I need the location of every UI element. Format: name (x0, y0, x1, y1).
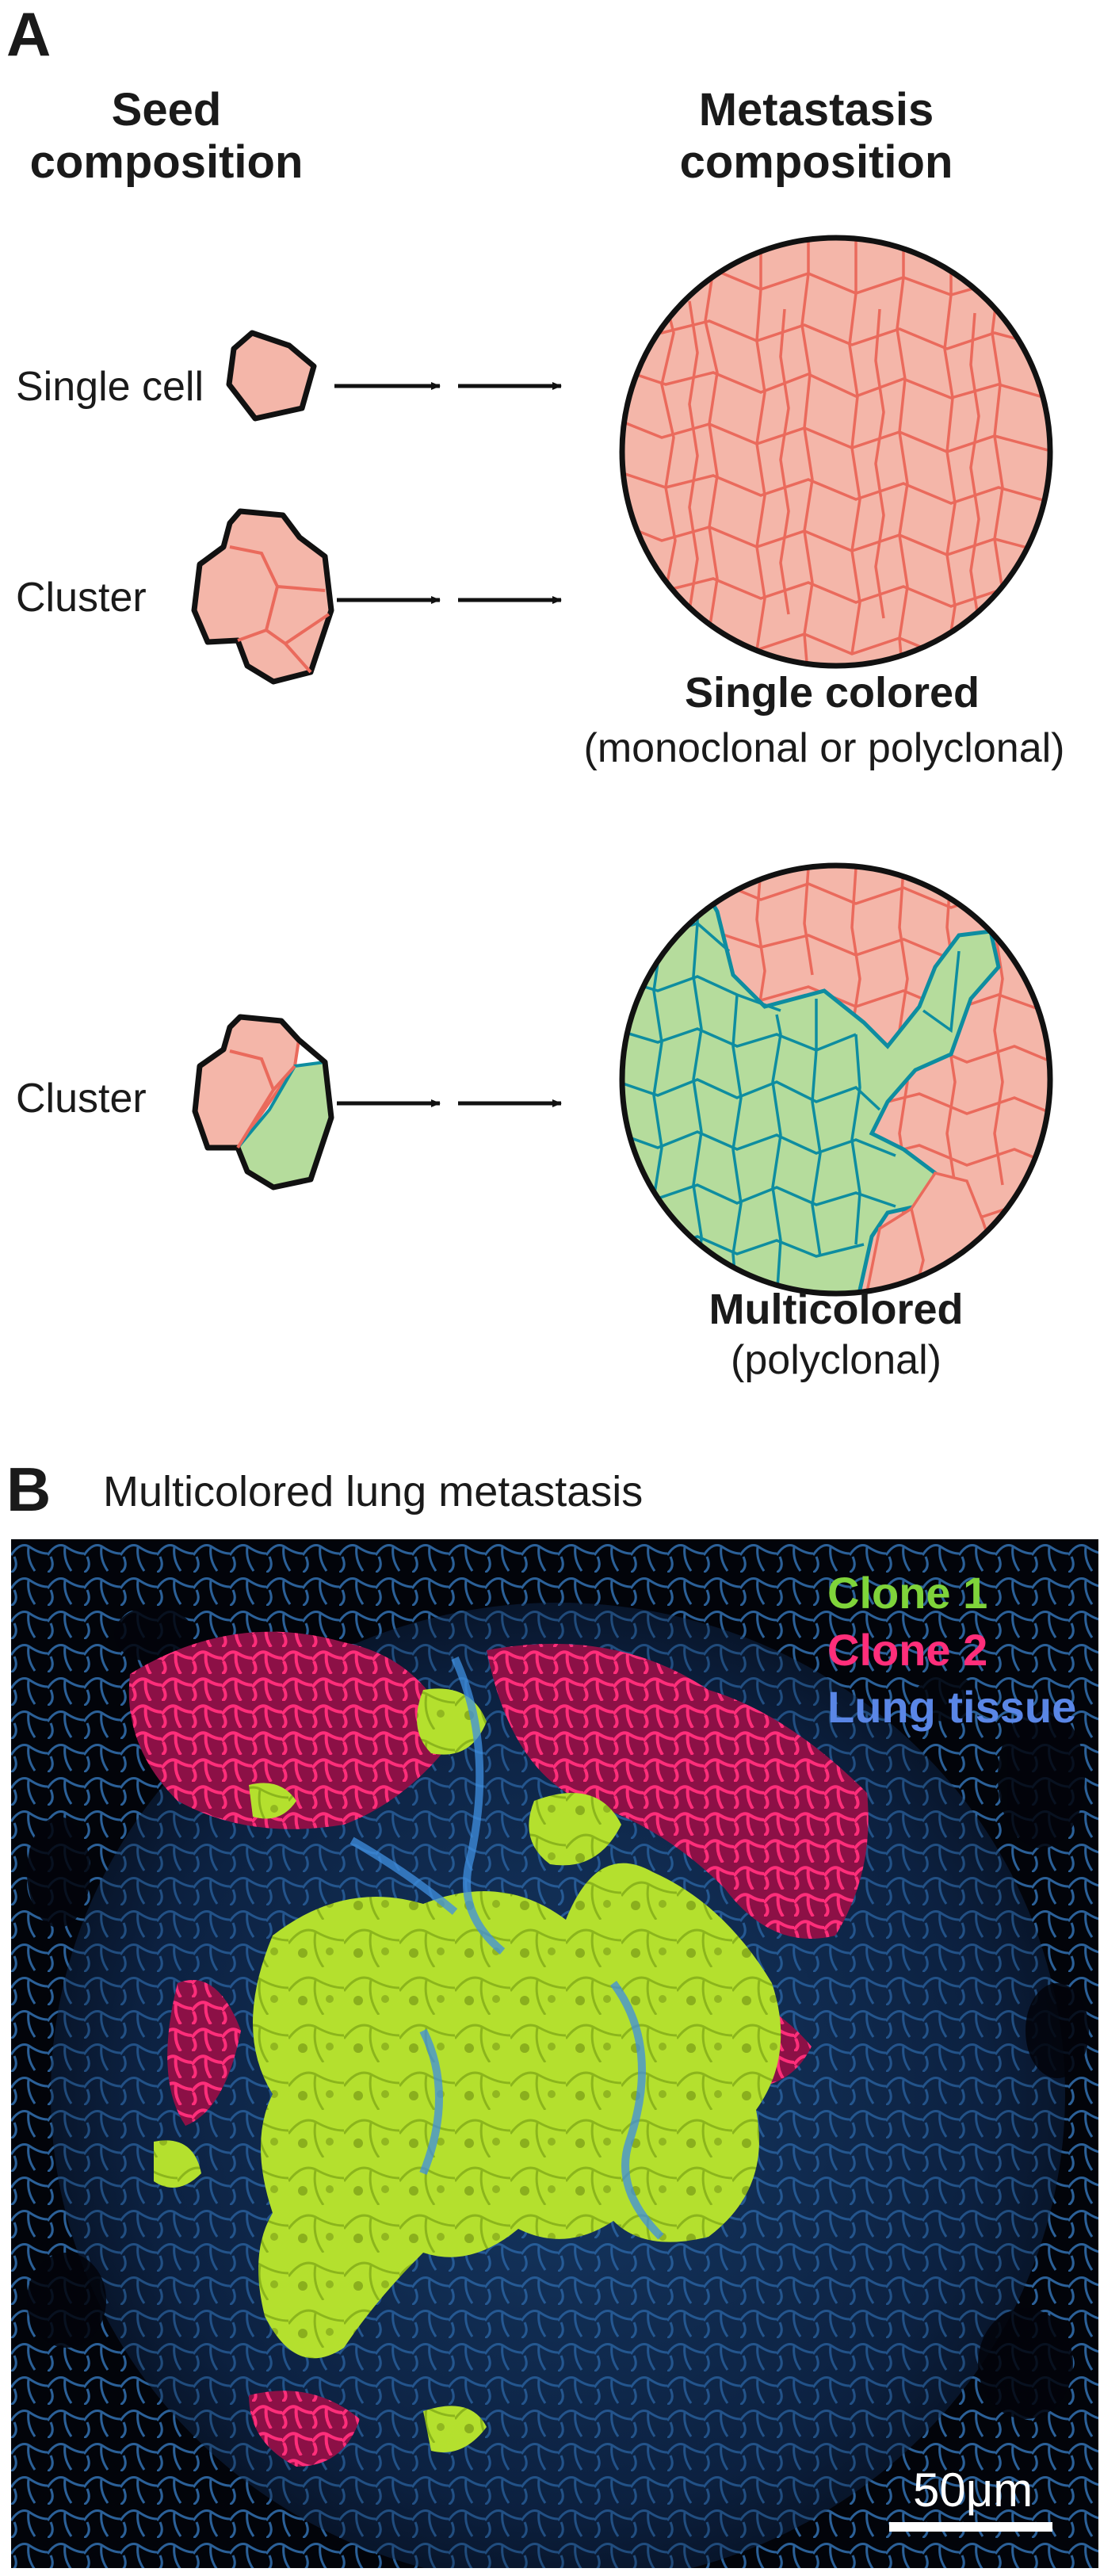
scale-bar (889, 2522, 1052, 2532)
panel-a-letter: A (6, 0, 52, 69)
outcome-2-title: Multicolored (709, 1286, 964, 1333)
seed-header-line-1: Seed (111, 84, 222, 136)
metastasis-header-line-2: composition (679, 136, 953, 188)
metastasis-header-line-1: Metastasis (698, 84, 934, 136)
legend-clone-2: Clone 2 (827, 1625, 988, 1675)
metastasis-composition-header: Metastasis composition (634, 84, 999, 189)
cluster-seed-pink (191, 508, 334, 685)
scale-bar-label: 50μm (913, 2463, 1033, 2517)
micrograph-illustration (11, 1539, 1098, 2568)
row-label-cluster-1: Cluster (16, 575, 147, 621)
clone-1-region (154, 1688, 781, 2452)
micrograph-lung-metastasis: Clone 1 Clone 2 Lung tissue 50μm (11, 1539, 1098, 2568)
metastasis-multicolored (619, 862, 1053, 1297)
seed-header-line-2: composition (29, 136, 304, 188)
single-cell-seed (226, 330, 317, 422)
cluster-seed-mixed (192, 1014, 334, 1191)
legend-lung-tissue: Lung tissue (827, 1682, 1077, 1732)
row-label-cluster-2: Cluster (16, 1076, 147, 1122)
legend-clone-1: Clone 1 (827, 1568, 988, 1618)
outcome-1-subtitle: (monoclonal or polyclonal) (583, 725, 1065, 771)
outcome-1-title: Single colored (684, 669, 980, 717)
panel-a-diagram (191, 235, 1053, 1297)
outcome-2-subtitle: (polyclonal) (731, 1337, 941, 1383)
panel-b-letter: B (6, 1454, 52, 1524)
panel-b-title: Multicolored lung metastasis (103, 1468, 644, 1515)
row-label-single-cell: Single cell (16, 364, 204, 410)
seed-composition-header: Seed composition (0, 84, 333, 189)
metastasis-single-colored (619, 235, 1053, 669)
